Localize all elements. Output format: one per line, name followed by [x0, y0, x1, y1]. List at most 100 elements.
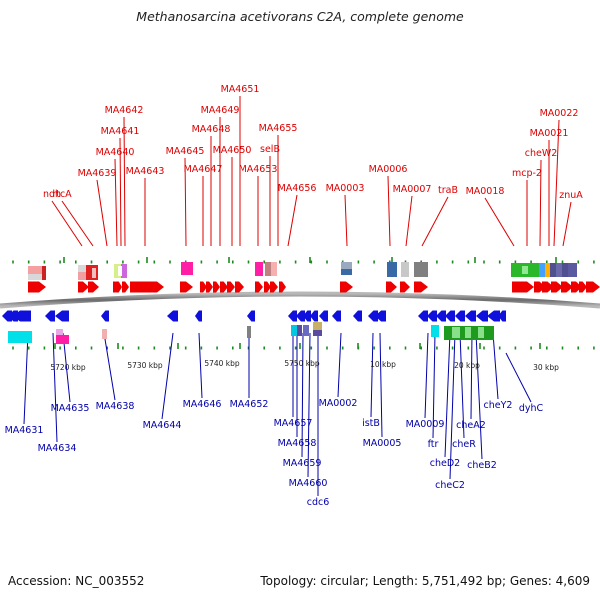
gene-arrow-reverse	[445, 310, 455, 322]
genome-title: Methanosarcina acetivorans C2A, complete…	[136, 9, 464, 24]
domain-box	[303, 325, 309, 336]
gene-arrow-forward	[235, 281, 244, 293]
gene-label-top: MA4650	[213, 145, 252, 156]
gene-label-top: MA0022	[540, 108, 579, 119]
gene-label-bottom: cheA2	[456, 420, 486, 431]
gene-label-top: MA4639	[78, 168, 117, 179]
leader-line	[562, 201, 572, 247]
leader-line	[161, 332, 174, 420]
accession-text: Accession: NC_003552	[8, 574, 145, 588]
gene-arrow-forward	[220, 281, 228, 293]
gene-label-bottom: MA4634	[38, 443, 77, 454]
domain-box	[42, 266, 46, 280]
gene-label-top: cheW2	[525, 148, 558, 159]
gene-arrow-forward	[279, 281, 286, 293]
gene-label-top: MA4656	[278, 183, 317, 194]
gene-label-top: mcp-2	[512, 168, 542, 179]
gene-arrow-reverse	[455, 310, 465, 322]
leader-line	[114, 158, 118, 247]
gene-label-top: MA4651	[221, 84, 260, 95]
leader-line	[370, 332, 374, 418]
domain-box	[102, 329, 107, 339]
gene-arrow-forward	[340, 281, 353, 293]
gene-arrow-forward	[78, 281, 89, 293]
leader-line	[470, 332, 473, 420]
gene-label-bottom: dyhC	[519, 403, 544, 414]
gene-arrow-reverse	[13, 310, 31, 322]
gene-label-top: ndh	[43, 189, 61, 200]
gene-label-top: MA0021	[530, 128, 569, 139]
gene-arrow-reverse	[498, 310, 506, 322]
gene-label-bottom: MA4660	[289, 478, 328, 489]
gene-label-top: MA0007	[393, 184, 432, 195]
gene-label-top: MA4648	[192, 124, 231, 135]
gene-label-bottom: cheB2	[467, 460, 497, 471]
domain-box	[121, 264, 127, 278]
scale-label: 20 kbp	[454, 361, 480, 370]
leader-line	[103, 332, 116, 401]
gene-arrow-reverse	[55, 310, 69, 322]
leader-line	[459, 332, 465, 439]
gene-label-top: MA0018	[466, 186, 505, 197]
leader-line	[432, 332, 436, 439]
domain-box	[118, 266, 122, 276]
gene-arrows	[2, 281, 600, 322]
domain-box	[181, 262, 193, 275]
scale-label: 5750 kbp	[284, 359, 320, 368]
domain-box	[271, 262, 277, 276]
domain-box	[531, 263, 539, 277]
gene-arrow-reverse	[247, 310, 255, 322]
domain-box	[545, 263, 550, 277]
domain-box	[78, 272, 86, 280]
gene-label-top: traB	[438, 185, 458, 196]
domain-box	[431, 325, 439, 337]
gene-label-top: MA0006	[369, 164, 408, 175]
leader-line	[444, 332, 451, 458]
domain-box	[341, 269, 352, 275]
gene-label-bottom: MA4646	[183, 399, 222, 410]
gene-arrow-forward	[542, 281, 554, 293]
gene-arrow-forward	[579, 281, 587, 293]
leader-line	[61, 200, 94, 247]
leader-line	[198, 332, 203, 399]
coordinate-ticks	[12, 257, 595, 350]
domain-box	[452, 327, 460, 338]
domain-box	[255, 262, 263, 276]
leader-line	[505, 352, 532, 403]
gene-arrow-reverse	[427, 310, 437, 322]
gene-arrow-forward	[122, 281, 129, 293]
domain-box	[114, 264, 121, 278]
gene-arrow-reverse	[368, 310, 378, 322]
leader-line	[337, 332, 342, 398]
gene-label-top: MA4645	[166, 146, 205, 157]
leader-line	[553, 119, 560, 247]
domain-box	[265, 262, 271, 276]
gene-arrow-reverse	[310, 310, 318, 322]
genome-backbone	[0, 291, 600, 309]
gene-label-top: selB	[260, 144, 280, 155]
gene-label-top: MA4653	[239, 164, 278, 175]
gene-arrow-forward	[116, 281, 122, 293]
gene-arrow-reverse	[487, 310, 500, 322]
gene-label-bottom: cheY2	[484, 400, 513, 411]
gene-arrow-reverse	[195, 310, 202, 322]
domain-box	[297, 325, 302, 336]
gene-label-bottom: cdc6	[307, 497, 330, 508]
domain-box	[550, 263, 556, 277]
gene-label-top: MA4640	[96, 147, 135, 158]
feature-boxes	[8, 262, 577, 344]
gene-label-top: MA4643	[126, 166, 165, 177]
leader-line	[123, 116, 126, 247]
domain-box	[522, 266, 528, 274]
gene-label-top: MA4655	[259, 123, 298, 134]
domain-box	[401, 262, 409, 277]
leader-line	[23, 332, 29, 425]
scale-label: 5730 kbp	[127, 361, 163, 370]
leader-line	[52, 332, 58, 443]
gene-arrow-reverse	[375, 310, 386, 322]
gene-arrow-forward	[414, 281, 428, 293]
gene-arrow-reverse	[418, 310, 428, 322]
gene-label-bottom: MA4657	[274, 418, 313, 429]
gene-arrow-reverse	[101, 310, 109, 322]
